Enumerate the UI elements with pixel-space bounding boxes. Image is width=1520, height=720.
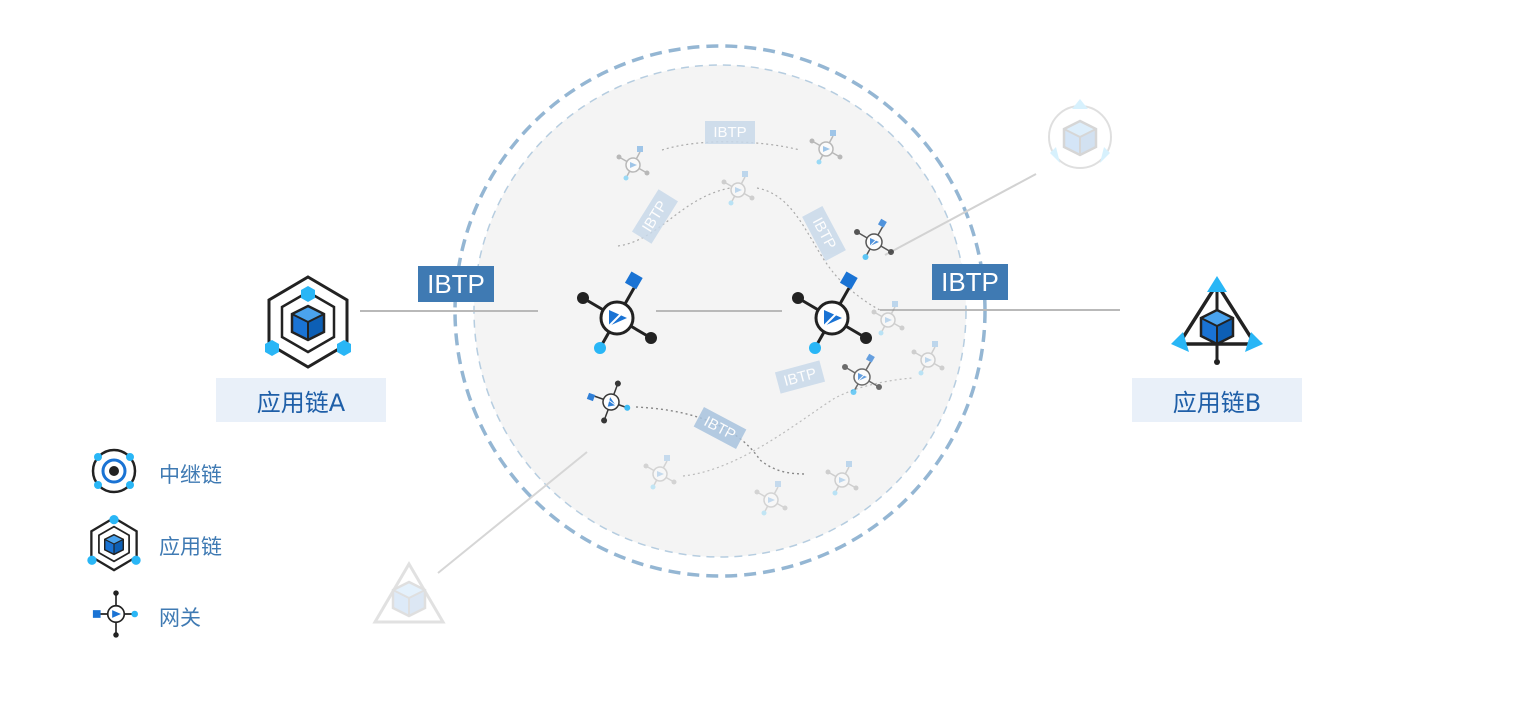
legend-label-app-chain: 应用链 xyxy=(159,535,222,559)
legend-label-relay-chain: 中继链 xyxy=(159,463,222,487)
app-chain-icon xyxy=(87,515,141,572)
ibtp-label-right: IBTP xyxy=(932,264,1008,300)
link-faint-bottom-left xyxy=(437,451,588,574)
app-chain-a-label: 应用链A xyxy=(216,378,386,422)
relay-chain-icon xyxy=(91,448,137,494)
link-faint-top-right xyxy=(884,173,1037,256)
faint-arc-4 xyxy=(635,406,807,475)
faint-app-chain-bottom-left xyxy=(372,561,446,624)
gateway-icon xyxy=(92,590,138,638)
faint-arc-3 xyxy=(756,187,881,311)
faint-arc-2 xyxy=(617,187,731,247)
app-chain-a-icon xyxy=(265,275,351,369)
ibtp-label-left: IBTP xyxy=(418,266,494,302)
legend-label-gateway: 网关 xyxy=(159,606,201,630)
faint-app-chain-top-right xyxy=(1048,99,1112,169)
app-chain-b-icon xyxy=(1171,276,1263,365)
ibtp-faint-1: IBTP xyxy=(705,121,755,144)
app-chain-b-label: 应用链B xyxy=(1132,378,1302,422)
